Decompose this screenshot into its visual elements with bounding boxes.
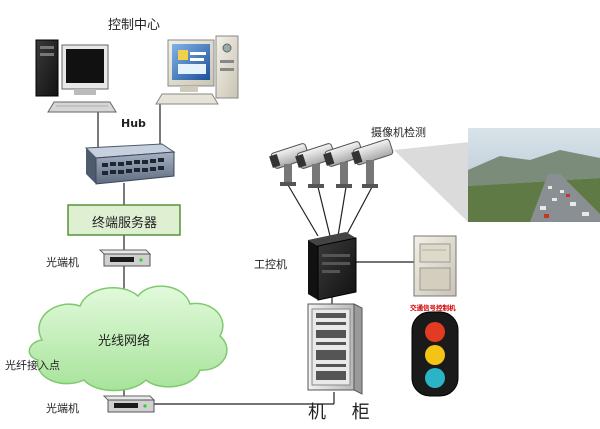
industrial-pc-icon xyxy=(308,232,357,301)
cctv-camera-icon xyxy=(351,138,394,188)
terminal-server-label: 终端服务器 xyxy=(92,216,158,231)
cctv-camera-icon xyxy=(269,143,310,186)
optical-transceiver-icon xyxy=(98,249,152,267)
desktop-computer-icon xyxy=(155,35,239,105)
cloud-icon xyxy=(28,285,228,392)
camera-detection-label: 摄像机检测 xyxy=(371,126,426,139)
cctv-camera-icon xyxy=(295,143,336,188)
equipment-cabinet-icon xyxy=(307,303,363,395)
road-photo xyxy=(468,128,600,222)
fiber-access-point-label: 光纤接入点 xyxy=(5,359,60,372)
hub-label: Hub xyxy=(121,117,146,130)
desktop-computer-icon xyxy=(35,39,117,113)
optical-network-label: 光线网络 xyxy=(98,334,151,349)
optical-transceiver-bottom-label: 光端机 xyxy=(46,402,79,415)
industrial-pc-label: 工控机 xyxy=(254,258,287,271)
optical-transceiver-top-label: 光端机 xyxy=(46,256,79,269)
traffic-controller-icon xyxy=(413,235,457,297)
optical-transceiver-icon xyxy=(102,395,156,413)
network-switch-icon xyxy=(84,143,176,185)
control-center-label: 控制中心 xyxy=(108,18,161,33)
signal-controller-label: 交通信号控制机 xyxy=(410,304,456,312)
terminal-server-box xyxy=(67,204,181,236)
traffic-light-icon xyxy=(411,311,459,397)
cabinet-label: 机 柜 xyxy=(308,402,380,423)
